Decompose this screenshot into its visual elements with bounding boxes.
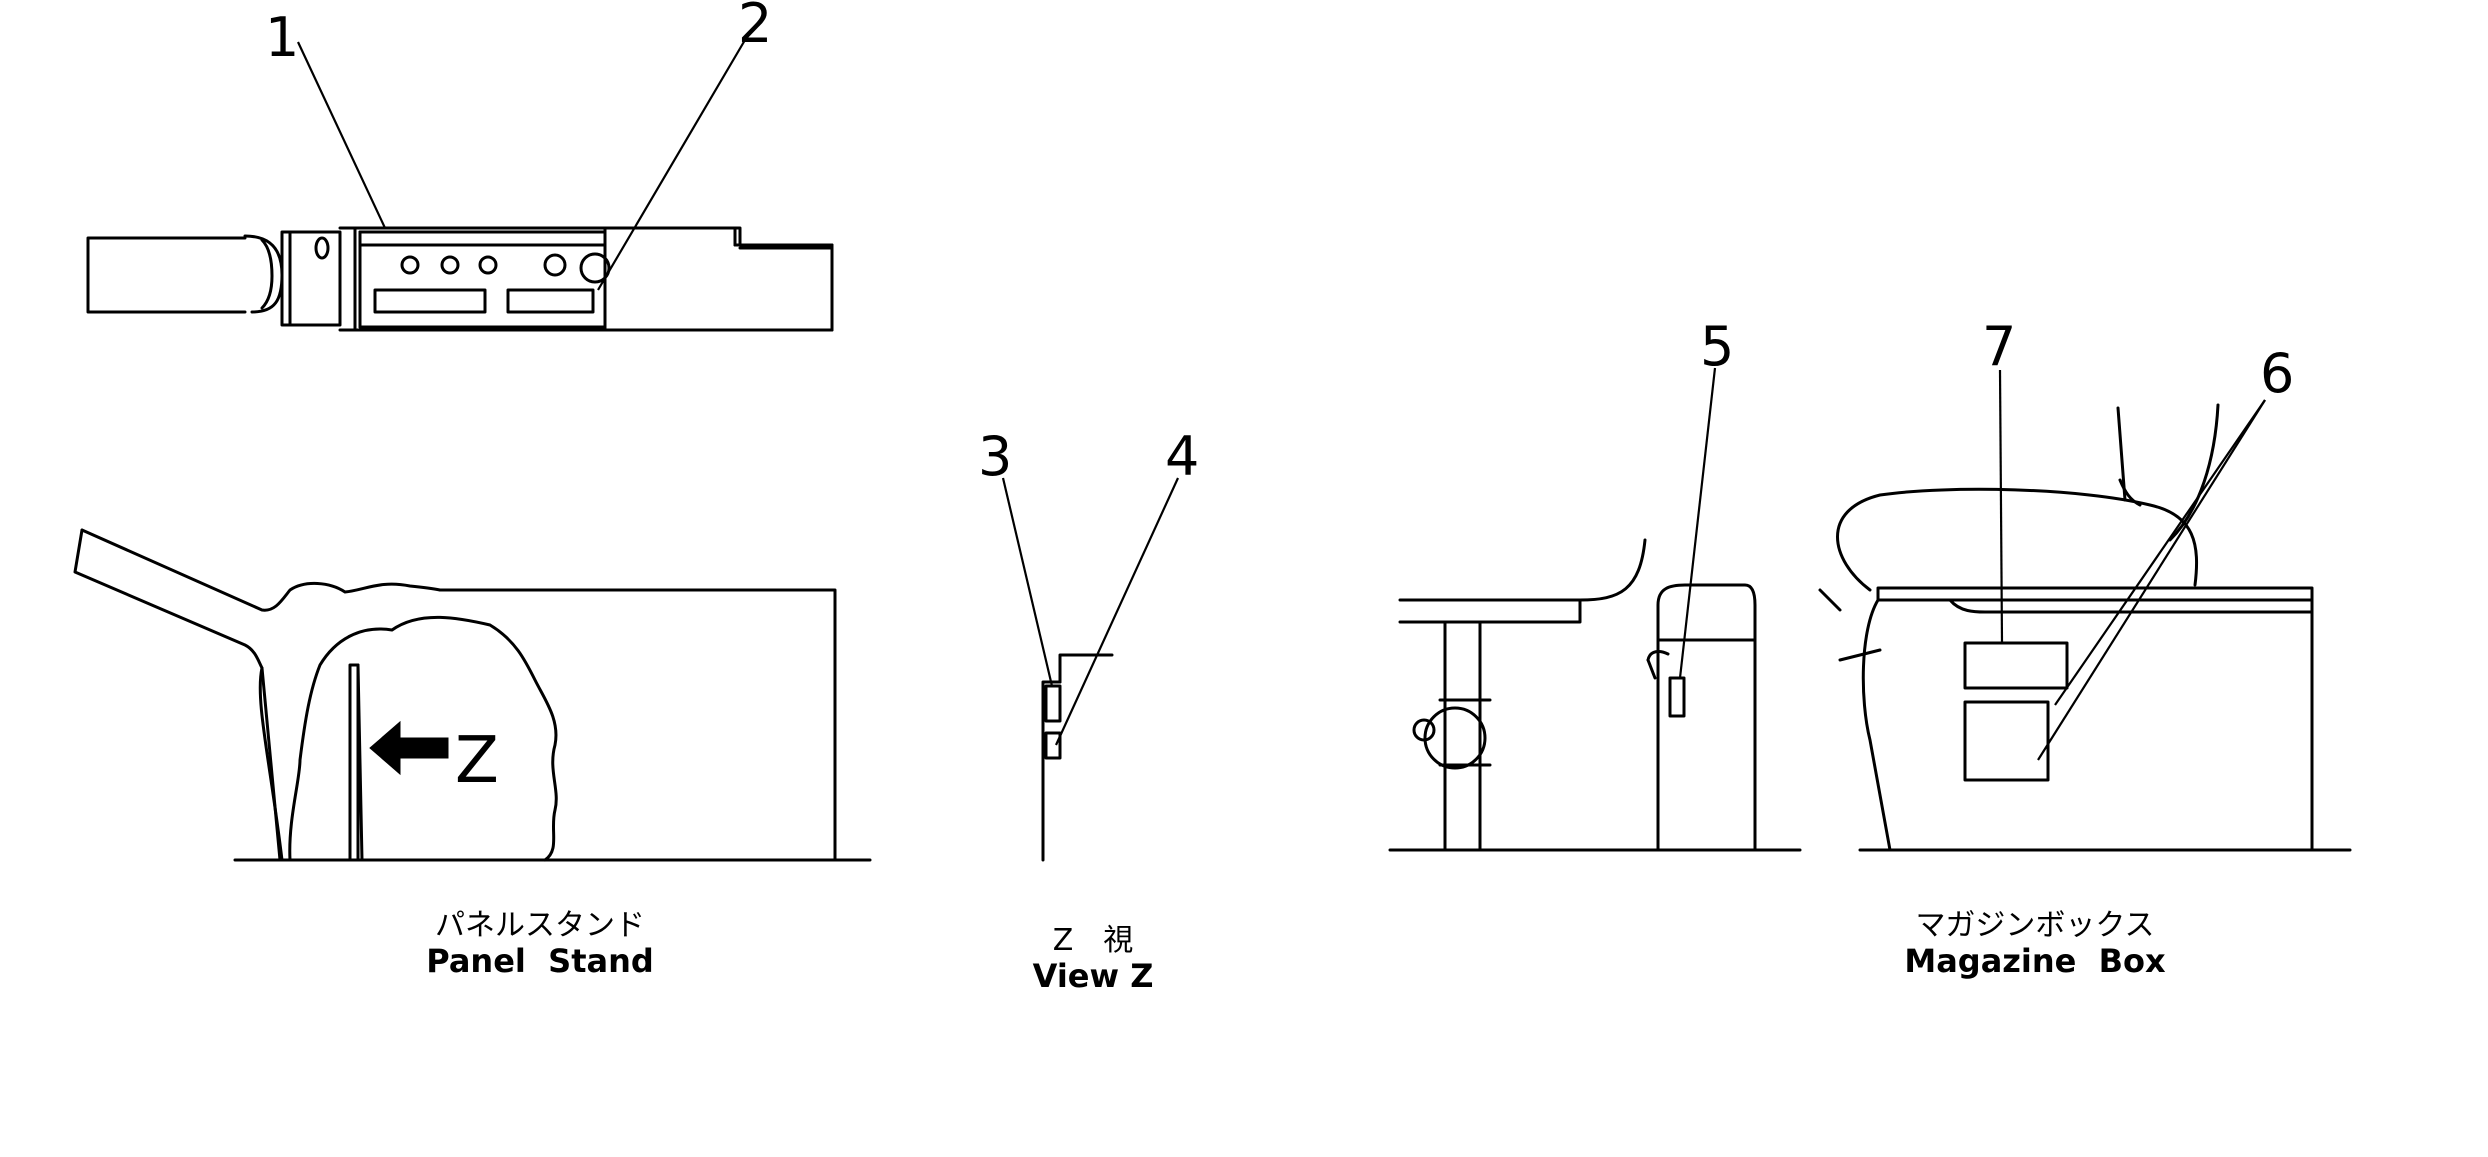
caption-magazine-box-jp: マガジンボックス <box>1915 908 2154 943</box>
leader-2 <box>597 39 746 291</box>
magazine-box-view <box>1388 403 2352 852</box>
leader-5 <box>1678 367 1717 679</box>
leader-6a <box>2054 399 2266 706</box>
leader-7 <box>1998 369 2004 644</box>
leader-4 <box>1054 477 1180 746</box>
callout-2: 2 <box>738 0 772 55</box>
callout-7: 7 <box>1982 315 2016 378</box>
view-z-detail <box>1041 653 1114 862</box>
callout-1: 1 <box>265 6 299 69</box>
leader-3 <box>1001 477 1054 687</box>
leader-6b <box>2037 399 2266 761</box>
callout-3: 3 <box>978 425 1012 488</box>
caption-panel-stand-en: Panel Stand <box>426 942 654 980</box>
leader-1 <box>297 41 386 229</box>
caption-view-z-jp: Z 視 <box>1053 923 1134 958</box>
panel-stand-view <box>73 528 872 862</box>
caption-view-z-en: View Z <box>1033 957 1154 995</box>
callout-6: 6 <box>2260 342 2294 405</box>
left-arrow-icon <box>369 720 449 776</box>
callout-4: 4 <box>1165 425 1199 488</box>
top-view-console <box>86 226 834 332</box>
caption-panel-stand-jp: パネルスタンド <box>435 908 645 943</box>
caption-magazine-box-en: Magazine Box <box>1904 942 2166 980</box>
arrow-label-z: Z <box>455 724 499 798</box>
callout-5: 5 <box>1700 315 1734 378</box>
